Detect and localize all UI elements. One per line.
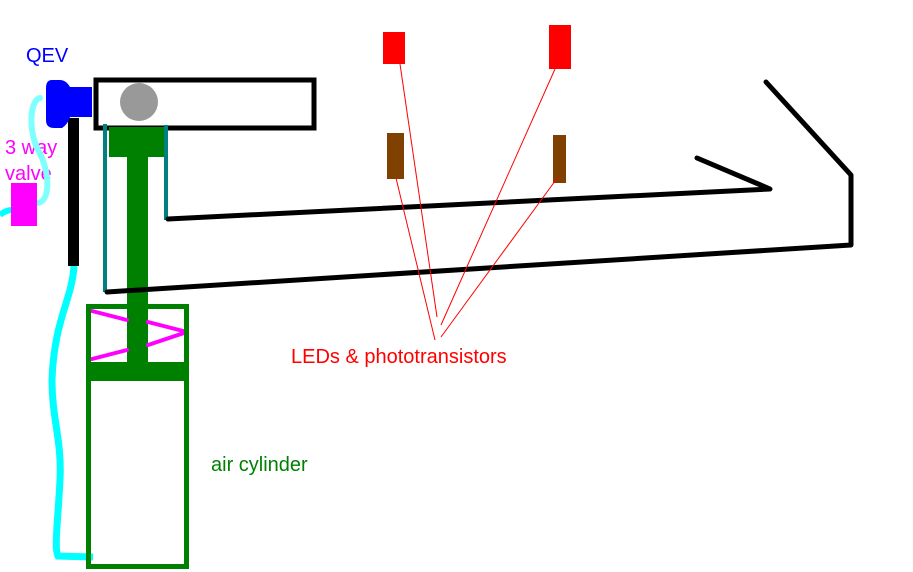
phototransistor-right	[553, 135, 566, 183]
qev-label: QEV	[26, 45, 69, 67]
spring-segment	[90, 348, 129, 361]
track-upper	[165, 155, 773, 222]
leader-line	[440, 68, 556, 326]
spring-segment	[146, 320, 189, 347]
piston-plate	[91, 362, 184, 381]
sensors-label: LEDs & phototransistors	[291, 346, 507, 368]
leader-line	[395, 177, 436, 341]
valve-label-line2: valve	[5, 163, 52, 185]
air-cylinder-label: air cylinder	[211, 454, 308, 476]
piston-head-top	[109, 127, 164, 157]
valve-label-line1: 3 way	[5, 137, 57, 159]
pipe	[68, 118, 79, 266]
air-cylinder	[86, 304, 189, 569]
spring-segment	[90, 309, 129, 322]
piston-rod	[127, 157, 148, 362]
led-right	[549, 25, 571, 69]
leader-line	[399, 63, 438, 318]
leader-line	[440, 176, 559, 338]
exhaust-tube	[28, 95, 51, 206]
cylinder-supply-tube	[48, 265, 94, 561]
barrel	[93, 77, 317, 131]
projectile-ball	[120, 83, 158, 121]
led-left	[383, 32, 405, 64]
qev-body	[46, 80, 92, 128]
phototransistor-left	[387, 133, 404, 179]
three-way-valve	[11, 183, 37, 226]
track-lower	[104, 79, 854, 295]
supply-tube-stub	[0, 207, 13, 218]
